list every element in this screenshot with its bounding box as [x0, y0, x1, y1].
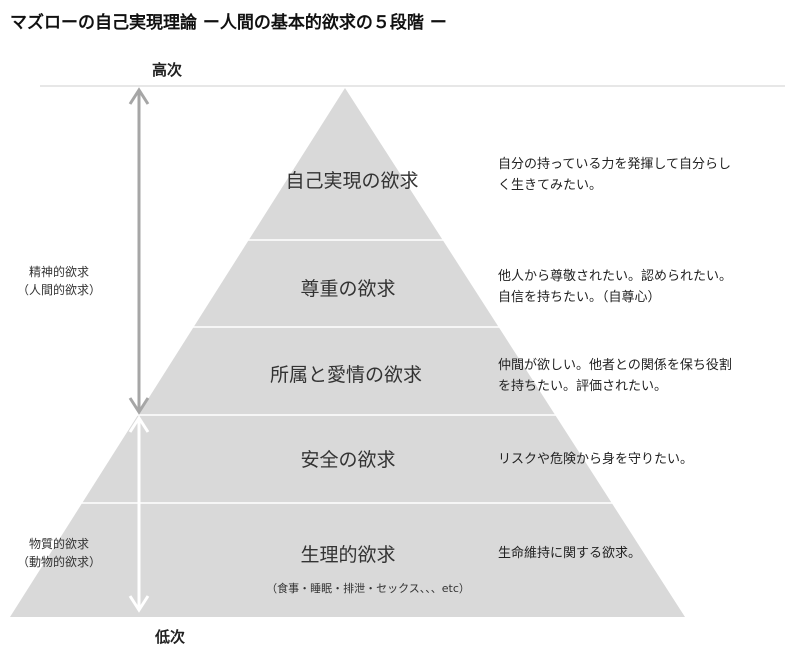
spiritual-needs-line1: 精神的欲求	[28, 265, 89, 279]
desc-self-actualization: 自分の持っている力を発揮して自分らし く生きてみたい。	[498, 154, 793, 196]
desc-line: リスクや危険から身を守りたい。	[498, 452, 694, 467]
spiritual-needs-line2: （人間的欲求）	[16, 283, 101, 297]
level-safety: 安全の欲求	[300, 449, 395, 471]
desc-line: 他人から尊敬されたい。認められたい。	[498, 269, 733, 284]
desc-love-belonging: 仲間が欲しい。他者との関係を保ち役割 を持ちたい。評価されたい。	[498, 355, 793, 397]
level-self-actualization: 自己実現の欲求	[285, 170, 418, 192]
material-needs-label: 物質的欲求 （動物的欲求）	[4, 535, 114, 571]
desc-physiological: 生命維持に関する欲求。	[498, 543, 793, 564]
level-physiological-sub: （食事・睡眠・排泄・セックス、、、etc）	[266, 581, 470, 595]
level-love-belonging: 所属と愛情の欲求	[270, 364, 422, 386]
desc-line: く生きてみたい。	[498, 178, 603, 193]
spiritual-needs-label: 精神的欲求 （人間的欲求）	[4, 263, 114, 299]
desc-esteem: 他人から尊敬されたい。認められたい。 自信を持ちたい。（自尊心）	[498, 266, 793, 308]
desc-line: 仲間が欲しい。他者との関係を保ち役割	[498, 358, 732, 373]
desc-line: 自信を持ちたい。（自尊心）	[498, 290, 661, 305]
desc-line: 生命維持に関する欲求。	[498, 546, 642, 561]
page-title: マズローの自己実現理論 ー人間の基本的欲求の５段階 ー	[10, 13, 447, 33]
level-physiological: 生理的欲求	[300, 544, 395, 566]
desc-safety: リスクや危険から身を守りたい。	[498, 449, 793, 470]
pyramid-shape	[10, 88, 685, 617]
desc-line: 自分の持っている力を発揮して自分らし	[498, 157, 731, 172]
spiritual-range-arrow	[128, 87, 150, 415]
material-needs-line1: 物質的欲求	[28, 537, 89, 551]
axis-top-label: 高次	[152, 61, 183, 79]
level-esteem: 尊重の欲求	[300, 278, 395, 300]
axis-bottom-label: 低次	[155, 628, 186, 646]
desc-line: を持ちたい。評価されたい。	[498, 379, 668, 394]
material-range-arrow	[128, 415, 150, 613]
material-needs-line2: （動物的欲求）	[16, 555, 101, 569]
